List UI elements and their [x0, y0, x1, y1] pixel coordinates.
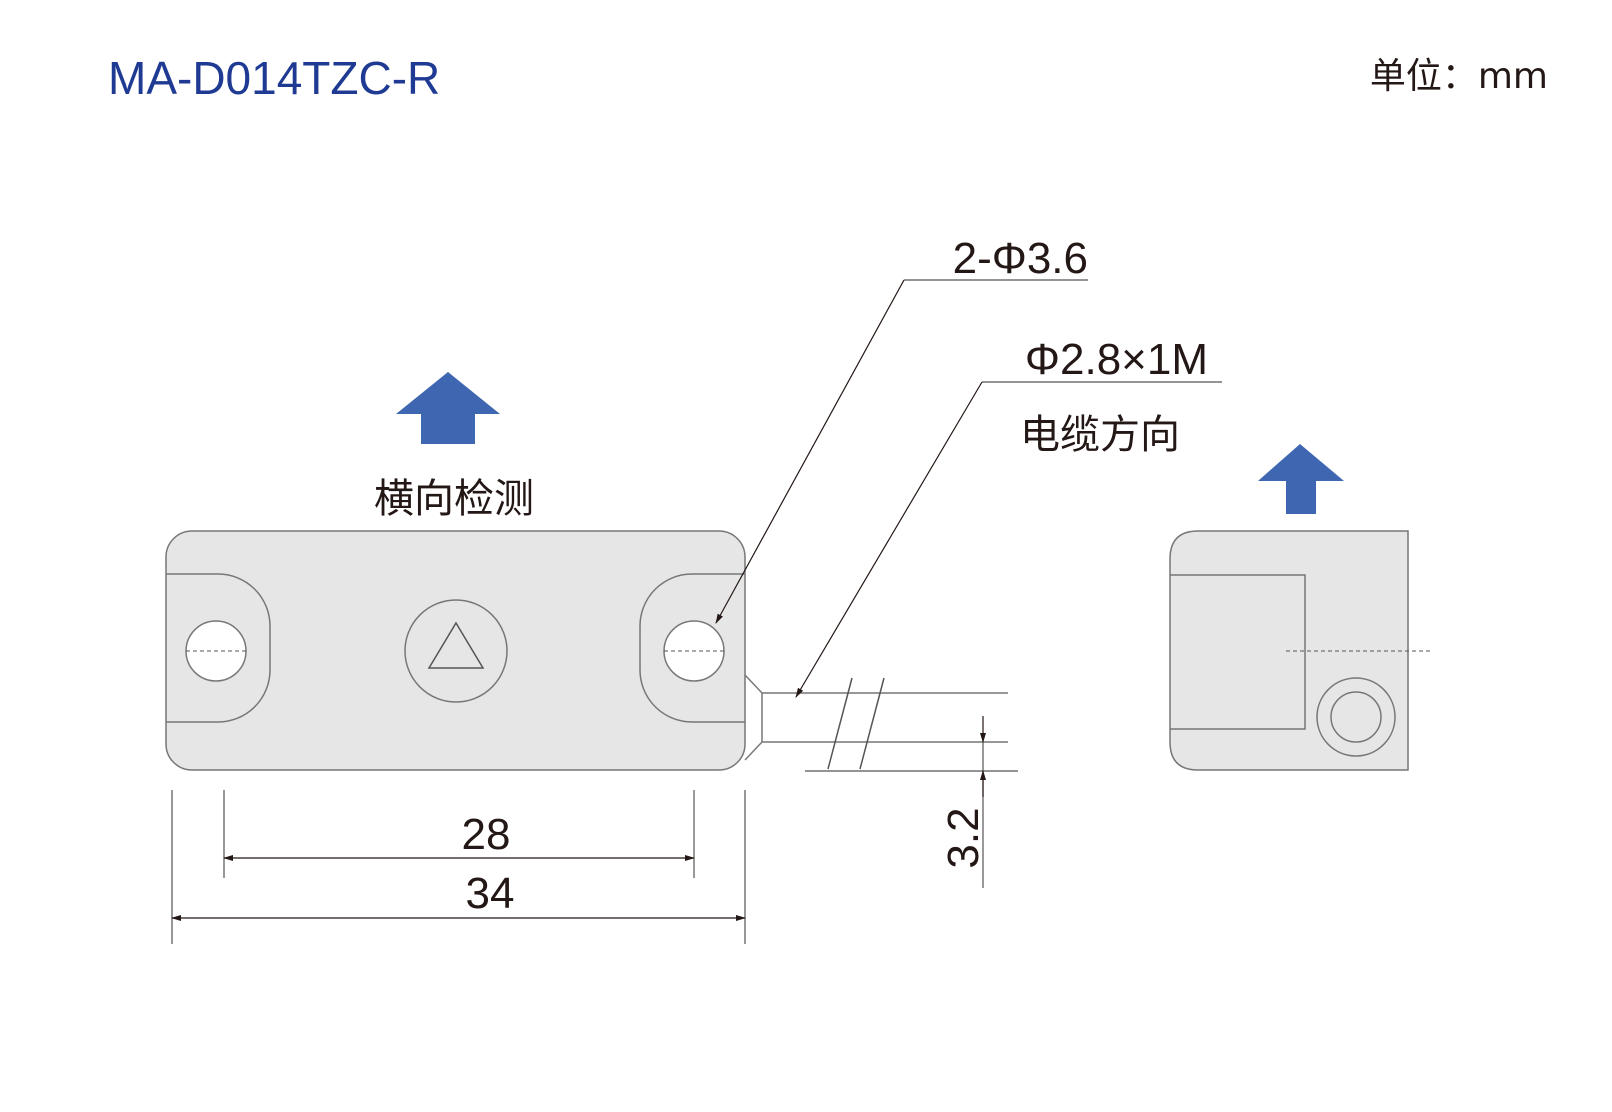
left-lug-outline — [166, 573, 271, 723]
model-title: MA-D014TZC-R — [108, 52, 440, 104]
side-cable-outer — [1316, 677, 1396, 757]
hole-pitch-value: 28 — [462, 810, 511, 859]
hole-callout-label: 2-Φ3.6 — [953, 234, 1088, 283]
cable-direction-label: 电缆方向 — [1020, 412, 1180, 458]
side-view-arrow-icon — [1258, 444, 1344, 514]
unit-label: 单位：mm — [1370, 56, 1548, 97]
side-cable-inner — [1330, 691, 1382, 743]
total-length-value: 34 — [466, 869, 515, 918]
thickness-value: 3.2 — [939, 807, 988, 868]
right-lug-outline — [639, 573, 745, 723]
side-lug-outline — [1170, 574, 1306, 730]
length-dimensions: 28 34 — [171, 790, 746, 944]
sensor-body-side — [1169, 530, 1432, 771]
cable-drawing — [744, 674, 1008, 770]
detection-direction-arrow-icon — [396, 372, 500, 444]
hole-callout: 2-Φ3.6 — [715, 234, 1088, 624]
cable-callout: Φ2.8×1M 电缆方向 — [795, 335, 1222, 698]
sensor-body-front — [165, 530, 746, 771]
cable-break-line-1 — [827, 677, 853, 770]
cable-break-line-2 — [859, 677, 885, 770]
thickness-dimension: 3.2 — [805, 716, 1018, 888]
cable-callout-label: Φ2.8×1M — [1025, 335, 1208, 384]
triangle-icon — [427, 621, 485, 669]
sensor-mark-circle — [404, 599, 508, 703]
detection-label: 横向检测 — [374, 476, 534, 522]
cable-strain-relief — [744, 674, 763, 761]
